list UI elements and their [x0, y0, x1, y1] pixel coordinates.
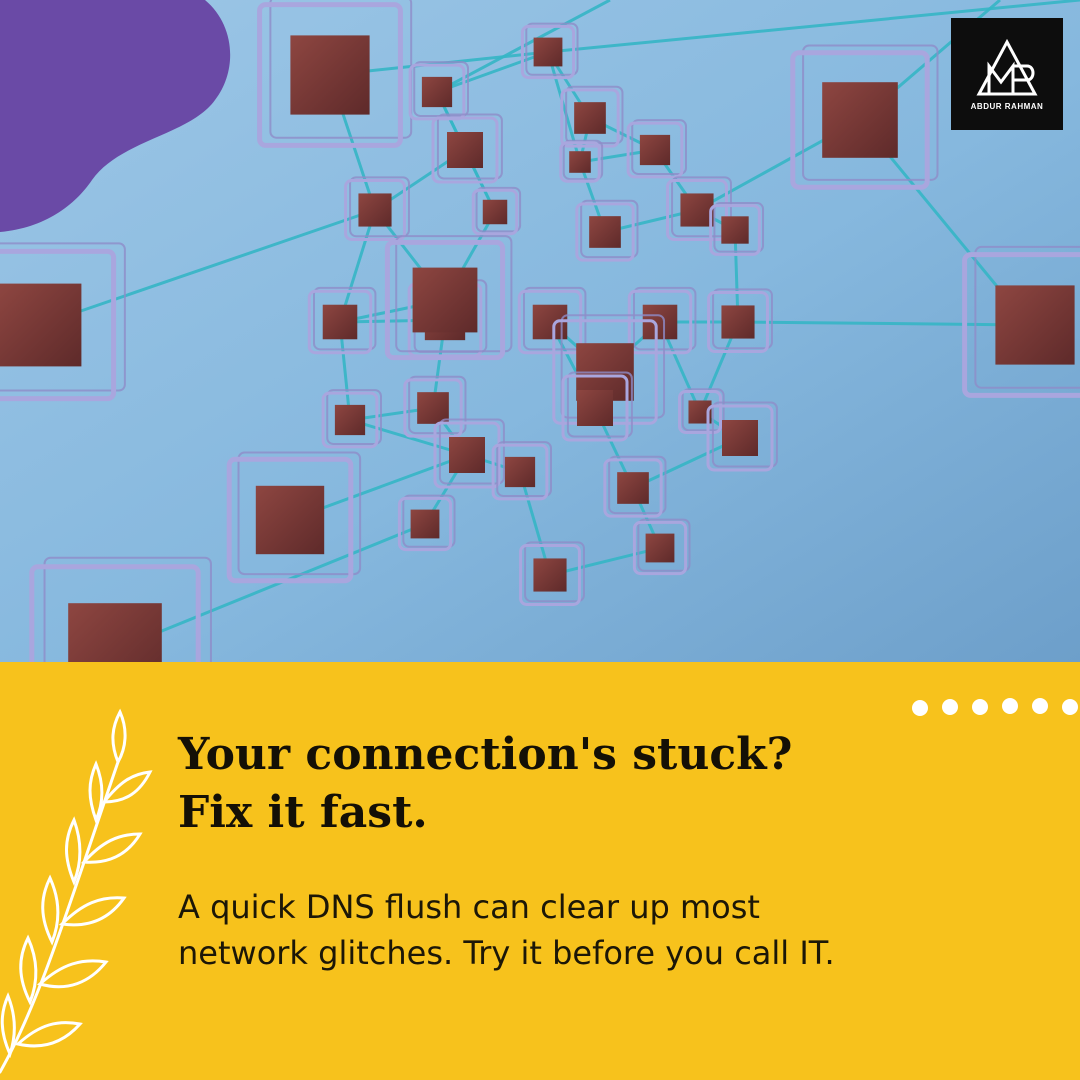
- dot-row-icon: [912, 698, 1078, 716]
- brand-logo: ABDUR RAHMAN: [951, 18, 1063, 130]
- cube: [397, 494, 456, 552]
- abdur-rahman-monogram-icon: [976, 38, 1038, 95]
- cube: [632, 518, 691, 576]
- cube: [575, 199, 639, 262]
- cube: [257, 0, 413, 148]
- cube: [709, 202, 765, 256]
- cube: [491, 441, 552, 501]
- cube: [403, 375, 467, 438]
- body-line-2: network glitches. Try it before you call…: [178, 934, 835, 972]
- cube: [431, 113, 503, 184]
- cube: [603, 455, 667, 518]
- headline-line-2: Fix it fast.: [178, 787, 428, 838]
- headline-line-1: Your connection's stuck?: [178, 729, 793, 780]
- cube: [0, 242, 126, 402]
- cube: [559, 139, 604, 183]
- cube: [307, 286, 377, 355]
- cube: [707, 288, 773, 353]
- cube: [433, 418, 505, 489]
- purple-brush-stroke: [0, 0, 231, 232]
- network-cubes: [0, 0, 1080, 662]
- cube: [344, 176, 410, 241]
- cube: [626, 119, 687, 179]
- cube: [678, 388, 725, 434]
- cube: [706, 401, 778, 472]
- cube: [561, 371, 633, 442]
- text-panel: Your connection's stuck? Fix it fast. A …: [0, 662, 1080, 1080]
- body-line-1: A quick DNS flush can clear up most: [178, 888, 760, 926]
- cube: [471, 186, 522, 236]
- body-copy: A quick DNS flush can clear up most netw…: [178, 884, 1058, 976]
- cube: [29, 556, 212, 662]
- cube: [790, 44, 939, 190]
- leaf-sprig-icon: [0, 708, 153, 1074]
- cube: [962, 245, 1080, 398]
- headline: Your connection's stuck? Fix it fast.: [178, 726, 1038, 842]
- cube: [519, 541, 585, 606]
- logo-caption: ABDUR RAHMAN: [970, 101, 1044, 111]
- cube: [520, 22, 579, 80]
- cube: [384, 235, 513, 361]
- cube: [226, 451, 362, 584]
- cube: [321, 389, 382, 449]
- network-cubes-image: [0, 0, 1080, 662]
